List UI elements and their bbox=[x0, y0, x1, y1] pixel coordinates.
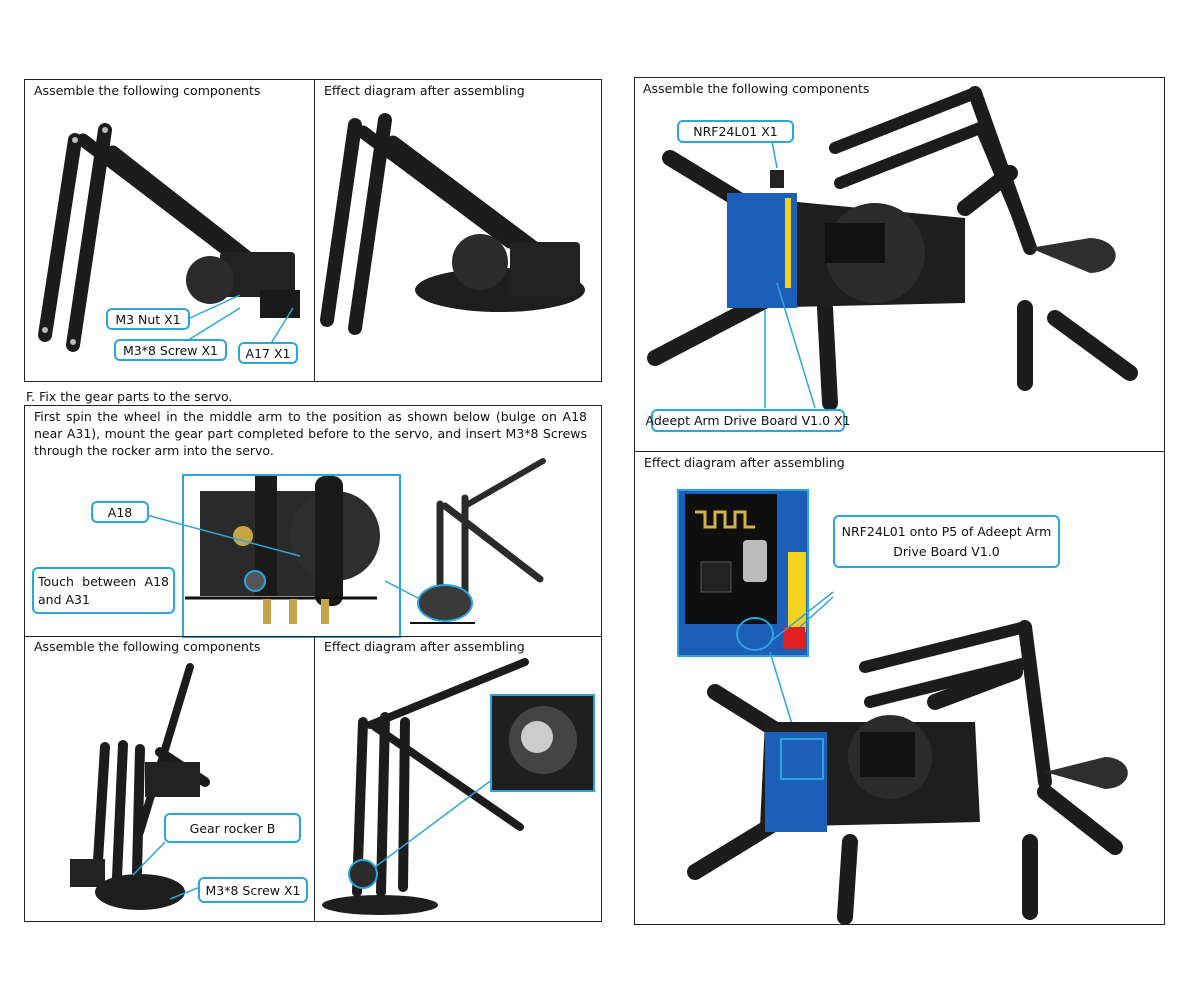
step-f-instruction: First spin the wheel in the middle arm t… bbox=[34, 409, 587, 458]
assembled-arm-drawing bbox=[322, 658, 595, 915]
panel-assemble-components-1: Assemble the following components M3 Nut… bbox=[24, 79, 315, 382]
panel-title: Assemble the following components bbox=[34, 639, 261, 654]
servo-gear-drawing bbox=[134, 458, 546, 624]
step-f-heading: F. Fix the gear parts to the servo. bbox=[26, 389, 233, 404]
panel-step-f: First spin the wheel in the middle arm t… bbox=[24, 405, 602, 638]
panel-assemble-components-3: Assemble the following components NRF24L… bbox=[634, 77, 1165, 452]
callout-m3-screw: M3*8 Screw X1 bbox=[114, 339, 227, 361]
panel-title: Assemble the following components bbox=[34, 83, 261, 98]
arm-and-board-drawing bbox=[647, 86, 1138, 411]
callout-a17: A17 X1 bbox=[238, 342, 298, 364]
panel-effect-diagram-3: Effect diagram after assembling bbox=[634, 451, 1165, 925]
panel-effect-diagram-2: Effect diagram after assembling bbox=[314, 636, 602, 922]
callout-nrf24l01: NRF24L01 X1 bbox=[677, 120, 794, 143]
callout-touch-a18-a31: Touch between A18 and A31 bbox=[32, 567, 175, 614]
panel-title: Effect diagram after assembling bbox=[324, 83, 525, 98]
nrf-on-board-drawing bbox=[677, 489, 1128, 925]
panel-effect-diagram-1: Effect diagram after assembling bbox=[314, 79, 602, 382]
callout-nrf-onto-p5: NRF24L01 onto P5 of Adeept Arm Drive Boa… bbox=[833, 515, 1060, 568]
callout-gear-rocker: Gear rocker B bbox=[164, 813, 301, 843]
callout-drive-board: Adeept Arm Drive Board V1.0 X1 bbox=[646, 409, 851, 432]
panel-title: Effect diagram after assembling bbox=[324, 639, 525, 654]
panel-title: Assemble the following components bbox=[643, 81, 870, 96]
callout-a18: A18 bbox=[91, 501, 149, 523]
callout-m3-nut: M3 Nut X1 bbox=[106, 308, 190, 330]
gear-rocker-drawing bbox=[70, 663, 210, 910]
arm-parts-drawing bbox=[38, 123, 300, 352]
callout-m3-screw: M3*8 Screw X1 bbox=[198, 877, 308, 903]
servo-closeup-frame bbox=[182, 474, 401, 638]
assembled-arm-drawing bbox=[320, 113, 585, 335]
panel-title: Effect diagram after assembling bbox=[644, 455, 845, 470]
panel-assemble-components-2: Assemble the following components Gear r… bbox=[24, 636, 315, 922]
